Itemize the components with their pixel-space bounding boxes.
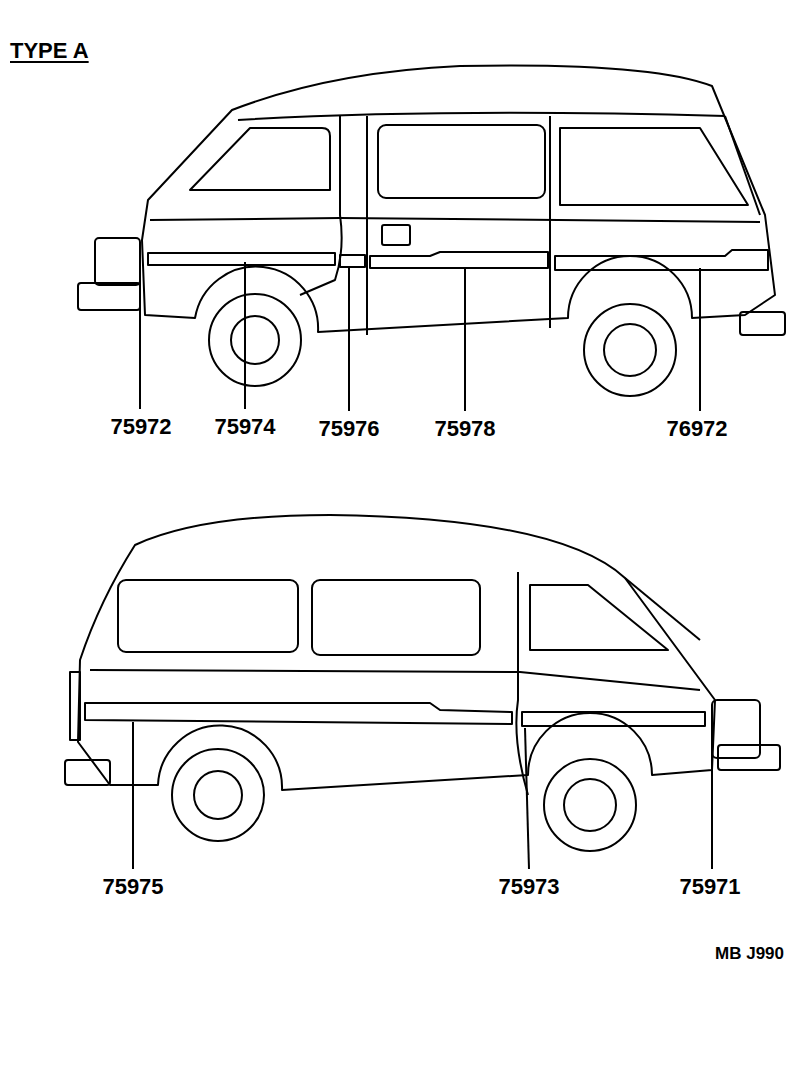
diagram-title: TYPE A: [10, 40, 89, 62]
callout-number: 75972: [110, 416, 171, 438]
callout-number: 75973: [498, 876, 559, 898]
callout-number: 75978: [434, 418, 495, 440]
diagram-code: MB J990: [715, 945, 784, 962]
callout-number: 75976: [318, 418, 379, 440]
callout-number: 75975: [102, 876, 163, 898]
leader-lines: [133, 245, 712, 869]
callout-number: 76972: [666, 418, 727, 440]
van-left-view: [78, 65, 785, 396]
callout-number: 75971: [679, 876, 740, 898]
callout-number: 75974: [214, 416, 275, 438]
van-right-view: [65, 515, 780, 851]
